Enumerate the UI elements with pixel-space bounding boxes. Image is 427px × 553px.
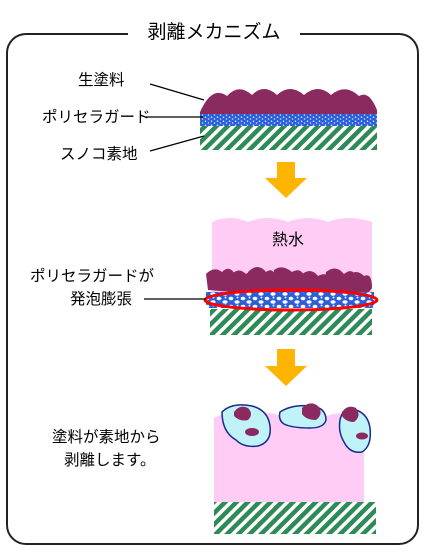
paint-layer bbox=[200, 89, 377, 114]
label-base: スノコ素地 bbox=[60, 145, 138, 163]
base-layer-3 bbox=[214, 502, 376, 534]
label-paint: 生塗料 bbox=[78, 71, 125, 89]
detached-paint-flakes bbox=[221, 403, 372, 454]
label-hot-water: 熱水 bbox=[272, 230, 305, 249]
expansion-highlight bbox=[203, 288, 379, 312]
label-result-line2: 剥離します。 bbox=[64, 451, 156, 469]
label-expand-line1: ポリセラガードが bbox=[30, 267, 155, 285]
foamed-guard-layer bbox=[206, 292, 374, 308]
lifted-paint-chunks bbox=[206, 267, 372, 296]
arrow-down-icon bbox=[265, 162, 307, 198]
base-layer bbox=[200, 126, 377, 150]
label-expand-line2: 発泡膨張 bbox=[70, 290, 133, 308]
frame-title: 剥離メカニズム bbox=[128, 17, 300, 47]
stage1-layers bbox=[200, 89, 377, 150]
paint-leader-line bbox=[149, 83, 205, 101]
stage2-expansion bbox=[203, 218, 379, 335]
stage3-peeled bbox=[214, 403, 376, 534]
guard-layer bbox=[200, 114, 377, 126]
label-guard: ポリセラガード bbox=[42, 108, 151, 126]
base-leader-line bbox=[149, 135, 205, 152]
label-result-line1: 塗料が素地から bbox=[52, 428, 161, 446]
arrow-down-icon-2 bbox=[265, 349, 307, 386]
base-layer-2 bbox=[210, 309, 372, 335]
